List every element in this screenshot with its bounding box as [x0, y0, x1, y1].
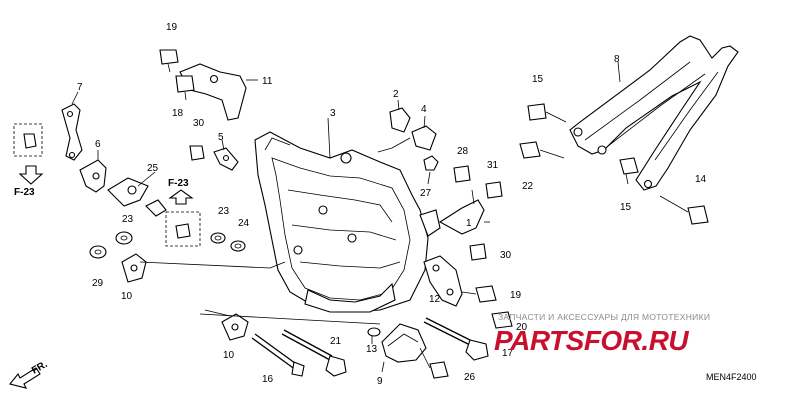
nut-28	[453, 165, 471, 183]
callout-17: 17	[502, 348, 514, 359]
bolt-26	[429, 361, 449, 379]
callout-10-lower: 10	[223, 350, 235, 361]
callout-1: 1	[466, 218, 472, 229]
bolt-22	[519, 141, 565, 159]
callout-12: 12	[429, 294, 441, 305]
mount-1	[438, 189, 490, 235]
f23-ref-mid: F-23	[168, 178, 194, 205]
bolt-20	[491, 311, 513, 329]
callout-30-upper: 30	[193, 118, 205, 129]
callout-23-left: 23	[122, 214, 134, 225]
diagram-code: MEN4F2400	[706, 372, 757, 382]
callout-9: 9	[377, 376, 383, 387]
plate-10-lower	[221, 313, 249, 341]
watermark-caption: ЗАПЧАСТИ И АКСЕССУАРЫ ДЛЯ МОТОТЕХНИКИ	[498, 312, 710, 322]
part-4-sensor	[377, 115, 437, 153]
watermark: ЗАПЧАСТИ И АКСЕССУАРЫ ДЛЯ МОТОТЕХНИКИ PA…	[494, 312, 710, 356]
svg-text:FR.: FR.	[30, 359, 50, 377]
callout-24: 24	[238, 218, 250, 229]
callout-6: 6	[95, 139, 101, 150]
callout-16: 16	[262, 374, 274, 385]
main-frame	[254, 117, 441, 313]
washer-29	[89, 245, 107, 259]
washer-23-left	[115, 231, 133, 245]
long-bolt-21	[281, 329, 347, 377]
collar-13	[367, 327, 381, 344]
callout-21: 21	[330, 336, 342, 347]
callout-15-lower: 15	[620, 202, 632, 213]
callout-18: 18	[172, 108, 184, 119]
callout-19-right: 19	[510, 290, 522, 301]
bolt-18	[175, 75, 195, 101]
bracket-25	[107, 171, 167, 217]
front-direction-arrow: FR.	[9, 359, 50, 389]
long-bolt-17	[423, 317, 489, 361]
bolt-19-right	[475, 285, 497, 303]
subframe	[569, 35, 739, 191]
engine-hanger-12	[423, 255, 463, 307]
ref-box-mid	[165, 211, 201, 247]
f23-ref-left: F-23	[14, 165, 44, 198]
callout-25: 25	[147, 163, 159, 174]
bolt-30-upper	[189, 145, 205, 161]
callout-29: 29	[92, 278, 104, 289]
part-2-connector	[389, 99, 411, 133]
callout-26: 26	[464, 372, 476, 383]
watermark-logo: PARTSFOR.RU	[494, 325, 689, 356]
callout-2: 2	[393, 89, 399, 100]
bolt-15-upper	[527, 103, 567, 123]
callout-23-mid: 23	[218, 206, 230, 217]
washer-23-mid	[210, 232, 226, 244]
nut-31	[485, 181, 503, 199]
callout-15-upper: 15	[532, 74, 544, 85]
callout-19-top: 19	[166, 22, 178, 33]
svg-text:F-23: F-23	[168, 178, 189, 189]
plate-10-upper	[121, 253, 147, 283]
callout-11: 11	[262, 76, 273, 87]
callout-8: 8	[614, 54, 620, 65]
part-27-nut	[423, 155, 439, 185]
callout-labels: 1 2 3 4 5 6 7 8 9 10 10 11 12 13 14 15 1…	[77, 22, 707, 387]
long-bolt-16	[251, 333, 305, 377]
callout-7: 7	[77, 82, 83, 93]
bolt-19-top	[159, 49, 179, 73]
callout-20: 20	[516, 322, 528, 333]
washer-24	[230, 240, 246, 252]
bolt-25-small	[175, 223, 191, 239]
callout-30-right: 30	[500, 250, 512, 261]
callout-10-upper: 10	[121, 291, 133, 302]
bracket-6	[79, 150, 107, 193]
guard-9	[381, 323, 427, 373]
bolt-14	[659, 195, 709, 225]
nut-30-right	[469, 243, 487, 261]
callout-27: 27	[420, 188, 432, 199]
svg-text:F-23: F-23	[14, 187, 35, 198]
callout-13: 13	[366, 344, 378, 355]
bracket-7	[61, 91, 83, 161]
bolt-15-lower	[619, 157, 639, 185]
callout-4: 4	[421, 104, 427, 115]
bracket-11	[179, 63, 258, 121]
callout-22: 22	[522, 181, 534, 192]
clip-5	[213, 139, 239, 171]
callout-14: 14	[695, 174, 707, 185]
callout-5: 5	[218, 132, 224, 143]
callout-28: 28	[457, 146, 469, 157]
callout-3: 3	[330, 108, 336, 119]
callout-31: 31	[487, 160, 499, 171]
